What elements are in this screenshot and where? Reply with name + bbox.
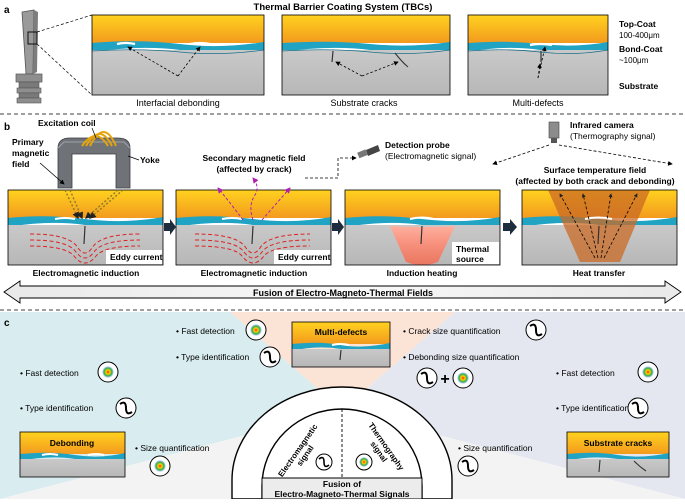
secondary-field-label-1: Secondary magnetic field [203, 153, 306, 163]
crack-size-icon [525, 319, 547, 341]
infrared-camera-label: Infrared camera [570, 120, 634, 130]
detection-probe-label: Detection probe [385, 140, 450, 150]
top-right-item-crack-size: • Crack size quantification [403, 326, 501, 336]
right-item-size-quantification: • Size quantification [458, 443, 533, 453]
thermal-source-label-1: Thermal [456, 244, 489, 254]
primary-field-label-1: Primary [12, 137, 44, 147]
detection-probe-sublabel: (Electromagnetic signal) [385, 151, 476, 161]
stage-caption-3: Induction heating [387, 268, 458, 278]
caption-interfacial-debonding: Interfacial debonding [136, 98, 220, 108]
label-substrate: Substrate [619, 81, 658, 91]
multi-defects-title: Multi-defects [315, 327, 368, 337]
label-top-coat: Top-Coat [619, 19, 656, 29]
caption-multi-defects: Multi-defects [512, 98, 564, 108]
debonding-title: Debonding [50, 438, 94, 448]
debonding-size-icon-crack [416, 367, 438, 389]
surface-field-label-2: (affected by both crack and debonding) [515, 176, 674, 186]
label-top-coat-thickness: 100-400μm [619, 31, 660, 40]
infrared-camera-sublabel: (Thermography signal) [570, 131, 656, 141]
type-identification-icon-top [259, 346, 281, 368]
stage-caption-1: Electromagnetic induction [33, 268, 140, 278]
plus-sign: + [440, 371, 449, 388]
type-identification-icon-left [115, 397, 137, 419]
stage-caption-4: Heat transfer [573, 268, 626, 278]
caption-substrate-cracks: Substrate cracks [330, 98, 398, 108]
substrate-cracks-title: Substrate cracks [584, 438, 653, 448]
primary-field-label-2: magnetic [12, 148, 50, 158]
turbine-blade-illustration [15, 9, 43, 104]
fusion-fields-arrow [3, 280, 682, 304]
fusion-fields-label: Fusion of Electro-Magneto-Thermal Fields [253, 288, 433, 298]
stage-caption-2: Electromagnetic induction [201, 268, 308, 278]
left-item-size-quantification: • Size quantification [135, 443, 210, 453]
excitation-coil-label: Excitation coil [38, 118, 96, 128]
substrate-cracks-box [566, 431, 670, 478]
primary-field-label-3: field [12, 159, 29, 169]
infrared-camera-icon [548, 121, 560, 143]
top-left-item-type-identification: • Type identification [176, 352, 249, 362]
size-quantification-icon-right [457, 455, 479, 477]
stage-box-4 [521, 189, 678, 266]
multi-defects-box [291, 321, 391, 368]
panel-c-label: c [4, 318, 10, 329]
dome-fusion-label-2: Electro-Magneto-Thermal Signals [274, 489, 409, 499]
cross-section-multi-defects [467, 14, 609, 96]
panel-b-label: b [4, 122, 10, 133]
stage-box-1 [7, 189, 164, 266]
cross-section-debonding [91, 14, 265, 96]
label-bond-coat: Bond-Coat [619, 44, 663, 54]
panel-a-title: Thermal Barrier Coating System (TBCs) [254, 2, 433, 13]
right-item-fast-detection: • Fast detection [556, 368, 615, 378]
fusion-dome [231, 386, 453, 500]
surface-field-label-1: Surface temperature field [544, 165, 647, 175]
size-quantification-icon-left [149, 455, 171, 477]
left-item-fast-detection: • Fast detection [20, 368, 79, 378]
thermography-signal-icon [355, 453, 373, 471]
debonding-size-icon-thermal [452, 367, 474, 389]
cross-section-substrate-cracks [281, 14, 451, 96]
label-bond-coat-thickness: ~100μm [619, 56, 649, 65]
dome-fusion-label-1: Fusion of [323, 479, 361, 489]
left-item-type-identification: • Type identification [20, 403, 93, 413]
panel-a-label: a [4, 5, 10, 16]
yoke-label: Yoke [140, 155, 160, 165]
right-item-type-identification: • Type identification [556, 403, 629, 413]
detection-probe-icon [357, 145, 380, 159]
secondary-field-label-2: (affected by crack) [216, 164, 291, 174]
top-right-item-debonding-size: • Debonding size quantification [403, 352, 520, 362]
type-identification-icon-right [627, 397, 649, 419]
top-left-item-fast-detection: • Fast detection [176, 326, 235, 336]
eddy-current-label-2: Eddy current [278, 252, 331, 262]
flow-arrows [164, 219, 517, 235]
thermal-source-label-2: source [456, 254, 484, 264]
yoke-icon [57, 137, 131, 189]
eddy-current-label-1: Eddy current [110, 252, 163, 262]
fast-detection-icon-right [637, 361, 659, 383]
electromagnetic-signal-icon [315, 453, 333, 471]
debonding-box [19, 431, 126, 478]
fast-detection-icon-top [245, 319, 267, 341]
fast-detection-icon-left [97, 361, 119, 383]
